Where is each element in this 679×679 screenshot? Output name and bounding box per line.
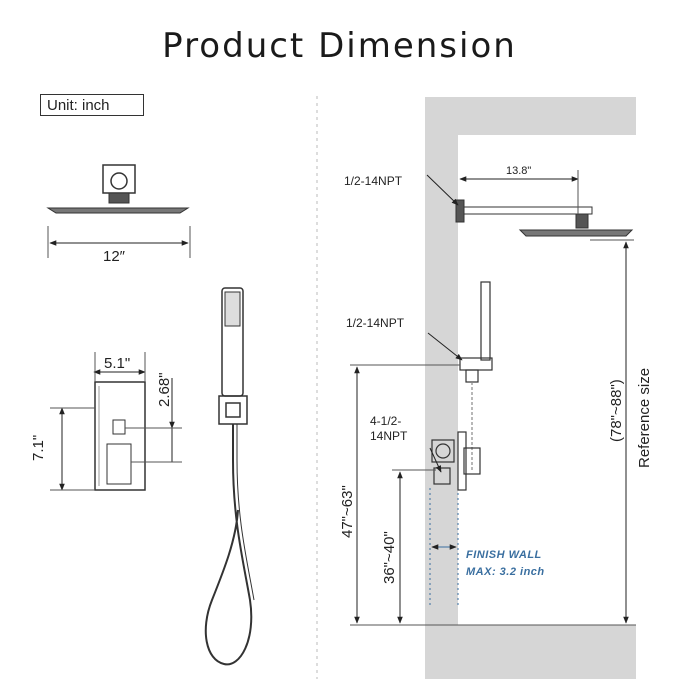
wall-side xyxy=(425,135,458,625)
valve-height-wall-label: 36"~40" xyxy=(381,531,398,584)
holder-height-label: 47"~63" xyxy=(339,485,356,538)
valve-plate xyxy=(94,381,146,491)
valve-thread-label-1: 4-1/2- xyxy=(370,414,402,428)
valve-offset-label: 2.68" xyxy=(156,372,173,407)
hand-thread-leader xyxy=(427,332,463,361)
reference-size-label: Reference size xyxy=(636,367,653,468)
head-width-label: 12″ xyxy=(103,248,125,265)
head-height-label: (78"~88") xyxy=(608,379,625,442)
unit-label: Unit: inch xyxy=(40,94,144,116)
arm-thread-leader xyxy=(426,174,459,206)
arm-length-label: 13.8" xyxy=(506,165,532,177)
valve-height-label: 7.1" xyxy=(30,434,47,461)
shower-arm xyxy=(455,199,634,237)
valve-thread-leader xyxy=(429,447,442,473)
valve-thread-label-2: 14NPT xyxy=(370,429,408,443)
hand-thread-label: 1/2-14NPT xyxy=(346,316,405,330)
floor xyxy=(425,625,636,637)
hand-shower-wall xyxy=(459,281,493,470)
wall-top xyxy=(425,97,636,135)
hand-shower xyxy=(204,287,255,666)
shower-head-left xyxy=(46,164,190,214)
page-title: Product Dimension xyxy=(162,26,517,66)
finish-wall-label: FINISH WALL xyxy=(466,549,542,561)
valve-width-label: 5.1" xyxy=(104,355,131,372)
finish-wall-max-label: MAX: 3.2 inch xyxy=(466,566,545,578)
arm-thread-label: 1/2-14NPT xyxy=(344,174,403,188)
valve-wall xyxy=(431,431,481,491)
